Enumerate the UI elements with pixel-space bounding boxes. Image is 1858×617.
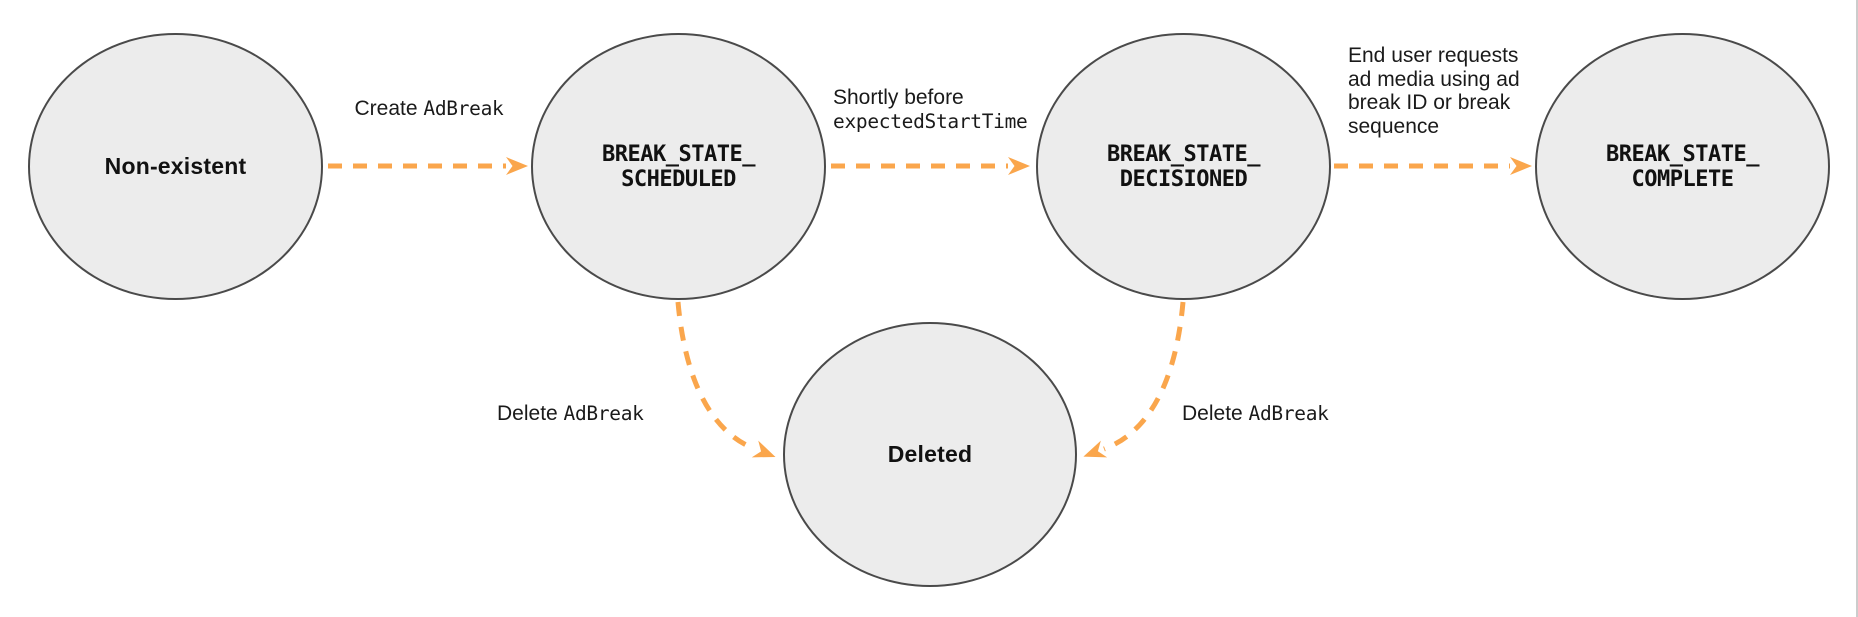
state-label-line1: BREAK_STATE_ bbox=[1107, 141, 1260, 167]
label-code-text: AdBreak bbox=[1248, 402, 1329, 425]
transition-label-create-adbreak: Create AdBreak bbox=[355, 97, 504, 121]
state-node-break-state-scheduled: BREAK_STATE_ SCHEDULED bbox=[531, 33, 826, 300]
label-line: break ID or break bbox=[1348, 91, 1511, 114]
state-label: Deleted bbox=[887, 441, 973, 467]
label-plain-text: Delete bbox=[1182, 402, 1249, 425]
label-plain-text: Create bbox=[354, 97, 424, 120]
label-line: End user requests bbox=[1348, 44, 1519, 67]
transition-label-delete-adbreak-left: Delete AdBreak bbox=[497, 402, 644, 426]
state-label-line1: BREAK_STATE_ bbox=[1606, 141, 1759, 167]
label-code-text: AdBreak bbox=[423, 97, 504, 120]
label-line: ad media using ad bbox=[1348, 67, 1520, 91]
label-line: sequence bbox=[1348, 114, 1440, 138]
state-label-line2: SCHEDULED bbox=[621, 166, 736, 192]
label-code-text: expectedStartTime bbox=[833, 109, 1028, 133]
transition-label-delete-adbreak-right: Delete AdBreak bbox=[1182, 402, 1329, 426]
state-label-line1: BREAK_STATE_ bbox=[602, 141, 755, 167]
arrow-delete-adbreak-from-scheduled bbox=[675, 301, 776, 458]
label-plain-text: Delete bbox=[497, 402, 564, 425]
state-label: Non-existent bbox=[104, 153, 247, 179]
label-line: Shortly before bbox=[833, 86, 964, 109]
arrow-delete-adbreak-from-decisioned bbox=[1083, 301, 1186, 458]
state-label-line2: DECISIONED bbox=[1119, 166, 1248, 192]
state-node-break-state-complete: BREAK_STATE_ COMPLETE bbox=[1535, 33, 1830, 300]
state-node-break-state-decisioned: BREAK_STATE_ DECISIONED bbox=[1036, 33, 1331, 300]
page-right-edge-divider bbox=[1856, 0, 1858, 617]
state-label-line2: COMPLETE bbox=[1631, 166, 1734, 192]
transition-label-shortly-before: Shortly before expectedStartTime bbox=[833, 86, 1028, 133]
state-node-non-existent: Non-existent bbox=[28, 33, 323, 300]
state-node-deleted: Deleted bbox=[783, 322, 1077, 587]
label-code-text: AdBreak bbox=[563, 402, 644, 425]
transition-label-end-user-requests: End user requests ad media using ad brea… bbox=[1348, 44, 1520, 138]
